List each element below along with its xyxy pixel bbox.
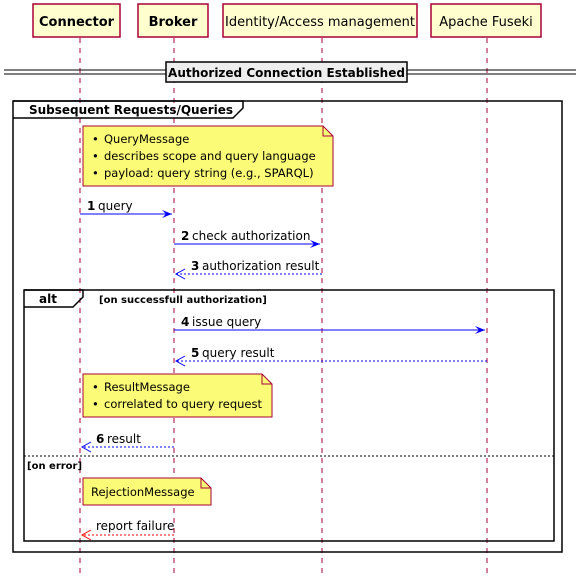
alt-condition: [on successfull authorization] <box>99 295 267 306</box>
note-result-message: • ResultMessage • correlated to query re… <box>82 373 273 418</box>
message-number: 3 <box>191 259 199 273</box>
note-line: ResultMessage <box>104 380 190 394</box>
divider-label: Authorized Connection Established <box>168 66 405 80</box>
note-bullet: • <box>92 132 99 146</box>
note-bullet: • <box>92 380 99 394</box>
message-number: 5 <box>191 346 199 360</box>
note-bullet: • <box>92 166 99 180</box>
group-label: Subsequent Requests/Queries <box>29 103 233 117</box>
note-line: correlated to query request <box>104 397 262 411</box>
message-text: query <box>98 199 133 213</box>
message-report-failure: report failure <box>80 519 174 541</box>
note-rejection-message: RejectionMessage <box>82 477 212 506</box>
participant-identity-access-management[interactable]: Identity/Access management <box>222 3 418 38</box>
alt-frame: alt [on successfull authorization] <box>23 289 555 542</box>
participant-connector[interactable]: Connector <box>32 3 121 38</box>
message-text: report failure <box>96 519 174 533</box>
message-number: 1 <box>87 199 95 213</box>
message-text: check authorization <box>192 229 310 243</box>
divider: Authorized Connection Established <box>4 61 576 83</box>
participant-identity-access-management-label: Identity/Access management <box>225 15 415 30</box>
participant-connector-label: Connector <box>39 15 115 30</box>
message-number: 2 <box>181 229 189 243</box>
message-result: 6 result <box>80 432 174 453</box>
message-text: authorization result <box>202 259 320 273</box>
participant-broker-label: Broker <box>149 15 198 30</box>
message-text: result <box>107 432 141 446</box>
group-frame: Subsequent Requests/Queries <box>12 100 563 553</box>
message-check-authorization: 2 check authorization <box>174 229 320 248</box>
note-text: RejectionMessage <box>91 485 195 499</box>
participant-broker[interactable]: Broker <box>137 3 209 38</box>
note-bullet: • <box>92 397 99 411</box>
message-number: 4 <box>181 315 189 329</box>
note-line: QueryMessage <box>104 132 189 146</box>
participant-apache-fuseki-label: Apache Fuseki <box>439 15 533 30</box>
note-bullet: • <box>92 149 99 163</box>
message-query: 1 query <box>80 199 172 218</box>
message-text: query result <box>202 346 275 360</box>
message-number: 6 <box>96 432 104 446</box>
alt-keyword: alt <box>39 292 57 306</box>
participant-apache-fuseki[interactable]: Apache Fuseki <box>430 3 542 38</box>
note-line: payload: query string (e.g., SPARQL) <box>104 166 314 180</box>
message-text: issue query <box>192 315 261 329</box>
message-issue-query: 4 issue query <box>174 315 485 334</box>
note-line: describes scope and query language <box>104 149 316 163</box>
alt-else-condition: [on error] <box>27 461 82 472</box>
alt-else-separator: [on error] <box>24 455 554 472</box>
message-authorization-result: 3 authorization result <box>174 259 322 280</box>
note-query-message: • QueryMessage • describes scope and que… <box>82 125 334 187</box>
message-query-result: 5 query result <box>174 346 487 367</box>
